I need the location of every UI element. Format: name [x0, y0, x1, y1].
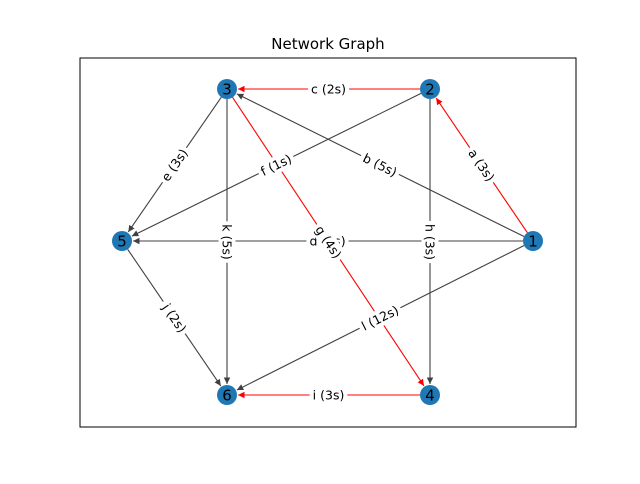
- edge-label-group-1-6: l (12s): [355, 300, 405, 336]
- node-label: 5: [117, 233, 127, 251]
- node-label: 1: [528, 233, 538, 251]
- edge-label-background: [156, 296, 193, 339]
- edge-label-group-3-6: k (5s): [218, 221, 236, 263]
- edge-label: c (2s): [311, 82, 346, 97]
- edge-label: a (3s): [465, 146, 498, 184]
- edge-label-background: [155, 142, 194, 188]
- edge-label-background: [355, 300, 405, 336]
- edge-label: i (3s): [313, 388, 345, 403]
- edge-label: f (1s): [258, 151, 294, 179]
- edge-label-background: [309, 219, 348, 265]
- edge-label-background: [421, 220, 439, 264]
- node-label: 4: [425, 387, 435, 405]
- node-label: 2: [425, 81, 435, 99]
- edge-label-group-2-3: c (2s): [307, 80, 350, 98]
- node-2: 2: [420, 79, 440, 99]
- edge-label-background: [357, 148, 403, 182]
- node-circle: [217, 79, 237, 99]
- node-label: 3: [222, 81, 232, 99]
- node-circle: [420, 385, 440, 405]
- node-5: 5: [112, 231, 132, 251]
- node-label: 6: [222, 387, 232, 405]
- node-3: 3: [217, 79, 237, 99]
- edge-label-group-1-3: b (5s): [357, 148, 403, 182]
- edge-label-group-5-6: j (2s): [156, 296, 193, 339]
- nodes-layer: 1 2 3 4 5 6: [112, 79, 543, 405]
- edge-label: l (12s): [359, 302, 401, 333]
- edge-label-group-4-6: i (3s): [309, 386, 348, 404]
- node-circle: [112, 231, 132, 251]
- edge-labels-layer: a (3s)b (5s)c (2s)d (4s)e (3s)f (1s)g (4…: [155, 80, 501, 404]
- edge-label: b (5s): [360, 150, 399, 180]
- edge-label-background: [462, 142, 501, 188]
- edge-label-background: [218, 221, 236, 263]
- edge-label-group-2-5: f (1s): [254, 148, 298, 182]
- node-circle: [523, 231, 543, 251]
- edge-label-background: [254, 148, 298, 182]
- node-6: 6: [217, 385, 237, 405]
- node-4: 4: [420, 385, 440, 405]
- edge-label-group-3-5: e (3s): [155, 142, 194, 188]
- node-circle: [420, 79, 440, 99]
- node-circle: [217, 385, 237, 405]
- edge-label-background: [307, 80, 350, 98]
- edge-label: k (5s): [220, 224, 235, 259]
- edge-label: j (2s): [159, 300, 190, 335]
- graph-title: Network Graph: [271, 35, 384, 53]
- edge-label: h (3s): [423, 224, 438, 260]
- node-1: 1: [523, 231, 543, 251]
- edge-label-group-1-2: a (3s): [462, 142, 501, 188]
- plot-frame: [79, 57, 577, 428]
- edge-label-background: [309, 386, 348, 404]
- edge-label-group-2-4: h (3s): [421, 220, 439, 264]
